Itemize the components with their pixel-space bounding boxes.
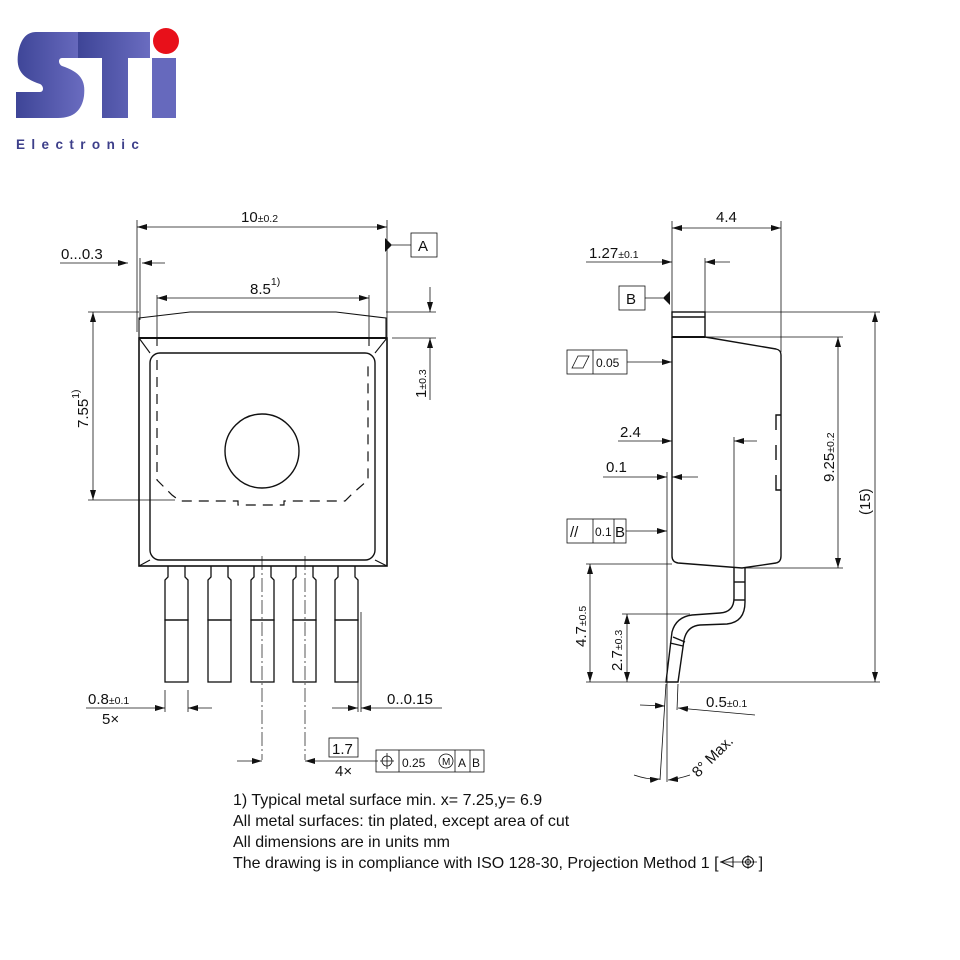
- height-dim-value: 7.551): [70, 389, 92, 428]
- note-2: All metal surfaces: tin plated, except a…: [233, 813, 570, 830]
- depth-dim-value: 4.4: [716, 209, 737, 226]
- lead-pos-dim-value: 2.4: [620, 424, 641, 441]
- angle-dim-value: 8° Max.: [689, 733, 737, 781]
- datum-a-label: A: [418, 238, 428, 255]
- lead-foot-dim-value: 2.7±0.3: [609, 630, 626, 671]
- parallelism-symbol: //: [570, 524, 579, 541]
- note-1: 1) Typical metal surface min. x= 7.25,y=…: [233, 792, 543, 809]
- lead-thickness-dim-value: 0.5±0.1: [706, 694, 747, 711]
- tab-width-dim-value: 8.51): [250, 276, 280, 298]
- sti-logotype: [16, 28, 179, 118]
- position-tol-datum-a: A: [458, 756, 466, 770]
- side-view-outline: [665, 311, 782, 683]
- pitch-count-label: 4×: [335, 763, 352, 780]
- body-height-dim-value: 9.25±0.2: [821, 432, 838, 482]
- datum-b-label: B: [626, 291, 636, 308]
- tab-thickness-dim-value: 1.27±0.1: [589, 245, 639, 262]
- flatness-value: 0.05: [596, 356, 620, 370]
- lead-offset-dim-value: 0..0.15: [387, 691, 433, 708]
- front-view-outline: [138, 311, 388, 567]
- projection-method-1-icon: [719, 855, 757, 869]
- step-dim-value: 1±0.3: [413, 369, 430, 398]
- width-dim-value: 10±0.2: [241, 209, 278, 226]
- lead-length-dim-value: 4.7±0.5: [573, 606, 590, 647]
- lead-count-label: 5×: [102, 711, 119, 728]
- drawing-notes: 1) Typical metal surface min. x= 7.25,y=…: [233, 790, 763, 874]
- parallelism-value: 0.1: [595, 525, 612, 539]
- mmc-modifier: M: [442, 757, 450, 768]
- logo-subtitle: Electronic: [16, 137, 146, 152]
- note-4: The drawing is in compliance with ISO 12…: [233, 855, 764, 872]
- pitch-dim-value: 1.7: [332, 741, 353, 758]
- note-3: All dimensions are in units mm: [233, 834, 450, 851]
- offset-dim-value: 0...0.3: [61, 246, 103, 263]
- lead-offset-side-dim-value: 0.1: [606, 459, 627, 476]
- lead-width-dim-value: 0.8±0.1: [88, 691, 129, 708]
- position-tol-datum-b: B: [472, 756, 480, 770]
- position-tol-value: 0.25: [402, 756, 426, 770]
- sti-electronic-logo: Electronic: [14, 14, 184, 151]
- front-view-leads: [164, 566, 359, 683]
- total-height-dim-value: (15): [857, 488, 874, 515]
- parallelism-datum: B: [615, 524, 625, 541]
